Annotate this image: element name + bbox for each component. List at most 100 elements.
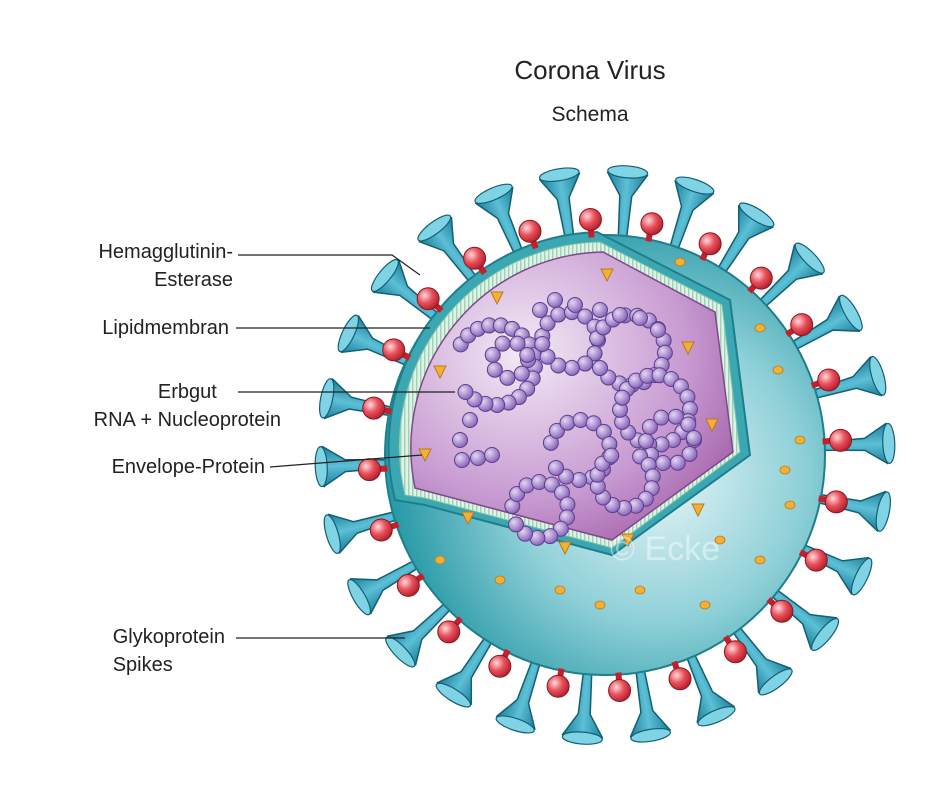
rna-bead <box>548 422 565 439</box>
glycoprotein-spike <box>714 202 775 278</box>
he-knob <box>416 287 440 311</box>
glycoprotein-spike <box>606 165 649 243</box>
he-knob <box>790 313 814 337</box>
he-knob <box>369 518 393 542</box>
leader-envelope <box>269 454 423 468</box>
he-knob <box>668 667 692 691</box>
rna-bead <box>592 360 609 377</box>
surface-dot <box>674 257 686 267</box>
envelope-protein <box>691 503 705 518</box>
rna-bead <box>470 450 486 466</box>
spike-cap <box>370 258 399 293</box>
he-knob <box>578 207 602 231</box>
envelope-protein <box>681 341 695 356</box>
he-knob <box>362 396 386 420</box>
surface-dot <box>434 555 446 565</box>
rna-bead <box>586 345 603 362</box>
envelope-protein <box>558 541 572 556</box>
leader-lines <box>236 254 455 639</box>
spike-cap <box>417 214 452 242</box>
label-lipidmembran-line1: Lipidmembran <box>102 317 229 339</box>
spike-cap <box>314 446 328 488</box>
surface-dot <box>754 323 766 333</box>
spike-cap <box>811 617 840 652</box>
he-knob <box>608 679 632 703</box>
spike-cap <box>495 715 535 734</box>
surface-dot <box>772 365 784 375</box>
envelope-protein <box>705 418 719 433</box>
label-hemagglutinin-line1: Hemagglutinin- <box>98 241 233 263</box>
glycoprotein-spike <box>729 622 793 696</box>
label-erbgut-line2: RNA + Nucleoprotein <box>93 409 281 431</box>
he-knob <box>546 674 570 698</box>
label-spikes: Glykoprotein Spikes <box>113 623 225 679</box>
rna-bead <box>550 306 567 323</box>
he-knob <box>488 654 512 678</box>
label-envelope-line1: Envelope-Protein <box>111 456 265 478</box>
diagram-subtitle: Schema <box>551 103 629 126</box>
envelope-protein <box>600 268 614 283</box>
spike-stalk <box>606 168 649 243</box>
spike-cap <box>630 727 672 743</box>
glycoprotein-spike <box>314 445 393 488</box>
glycoprotein-spike <box>817 422 896 465</box>
he-knob <box>698 232 722 256</box>
rna-bead <box>577 308 594 325</box>
he-knob <box>824 490 848 514</box>
spike-stalk <box>317 445 393 488</box>
rna-bead <box>519 346 536 363</box>
rna-bead <box>632 310 648 326</box>
rna-bead <box>603 447 620 464</box>
rna-bead <box>638 432 655 449</box>
glycoprotein-spike <box>538 167 581 246</box>
he-knob <box>770 599 794 623</box>
rna-bead <box>457 384 474 401</box>
spike-cap <box>319 378 335 419</box>
he-knob <box>749 266 773 290</box>
spike-cap <box>738 202 775 228</box>
label-erbgut-line1: Erbgut <box>157 381 217 403</box>
surface-dot <box>699 600 711 610</box>
rna-bead <box>513 365 530 382</box>
he-knob <box>804 548 828 572</box>
rna-bead <box>641 418 658 435</box>
rna-bead <box>550 357 567 374</box>
glycoprotein-spike <box>787 294 863 353</box>
spike-cap <box>875 491 891 532</box>
surface-dot <box>634 585 646 595</box>
envelope-protein <box>461 511 475 526</box>
spike-cap <box>882 422 896 464</box>
rna-bead <box>547 459 564 476</box>
envelope-protein <box>490 291 504 306</box>
rna-bead <box>534 335 551 352</box>
rna-bead <box>462 412 478 428</box>
rna-bead <box>592 302 608 318</box>
he-knob <box>817 368 841 392</box>
he-knob <box>518 219 542 243</box>
surface-dot <box>494 575 506 585</box>
glycoprotein-spike <box>347 557 423 616</box>
label-lipidmembran: Lipidmembran <box>102 314 229 342</box>
spike-cap <box>607 165 649 179</box>
spike-stalk <box>817 422 893 465</box>
glycoprotein-spike <box>684 649 736 727</box>
rna-bead <box>653 409 670 426</box>
rna-bead <box>547 292 563 308</box>
spike-cap <box>675 176 715 195</box>
hemagglutinin-esterase-proteins <box>357 207 853 703</box>
rna-bead <box>454 452 470 468</box>
rna-bead <box>558 468 575 485</box>
rna-bead <box>452 432 468 448</box>
label-hemagglutinin: Hemagglutinin- Esterase <box>98 238 233 294</box>
surface-dot <box>714 535 726 545</box>
surface-dots <box>434 257 806 610</box>
he-knob <box>829 428 853 452</box>
glycoprotein-spike <box>385 599 455 668</box>
rna-bead <box>539 315 556 332</box>
label-erbgut: Erbgut RNA + Nucleoprotein <box>94 378 281 434</box>
glycoprotein-spike <box>417 214 481 288</box>
he-knob <box>463 246 487 270</box>
rna-bead <box>532 302 548 318</box>
